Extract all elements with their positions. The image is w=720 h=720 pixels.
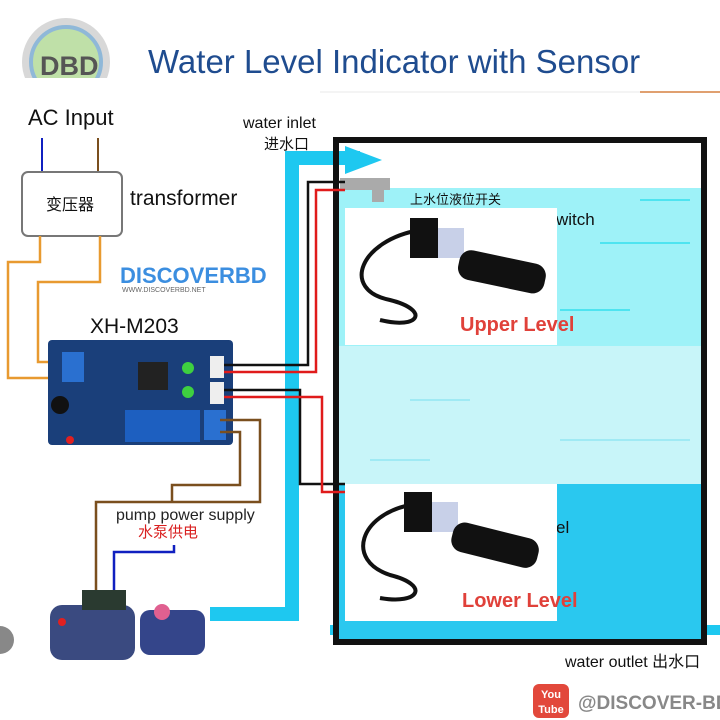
transformer-box — [21, 171, 123, 237]
upper-switch-cn-label: 上水位液位开关 — [410, 192, 501, 207]
water-inlet-cn-label: 进水口 — [264, 136, 309, 153]
logo-text: DBD — [40, 51, 99, 81]
side-button-icon[interactable] — [0, 626, 14, 654]
water-outlet-label: water outlet 出水口 — [564, 653, 700, 671]
water-pump — [50, 590, 205, 660]
svg-text:You: You — [541, 689, 561, 701]
upper-float-sensor — [345, 208, 557, 345]
transformer-cn-label: 变压器 — [46, 196, 94, 214]
wire-orange-1 — [6, 236, 62, 380]
lower-switch-partial-label: el — [556, 518, 569, 537]
watermark-url: WWW.DISCOVERBD.NET — [122, 287, 206, 294]
transformer-label: transformer — [130, 187, 237, 210]
wire-orange-2 — [36, 236, 102, 364]
water-inlet-label: water inlet — [242, 115, 316, 132]
channel-handle: @DISCOVER-BD — [578, 693, 720, 714]
ac-input-label: AC Input — [28, 105, 114, 130]
svg-text:Tube: Tube — [538, 704, 563, 716]
module-label: XH-M203 — [90, 315, 179, 338]
lower-level-label: Lower Level — [462, 590, 578, 612]
pump-power-cn-label: 水泵供电 — [138, 524, 198, 541]
upper-level-label: Upper Level — [460, 314, 574, 336]
upper-switch-partial-label: witch — [555, 210, 595, 229]
watermark-brand: DISCOVERBD — [120, 263, 267, 288]
inlet-arrow-icon — [345, 146, 382, 174]
youtube-icon: You Tube — [533, 684, 569, 718]
pump-power-label: pump power supply — [116, 507, 255, 524]
lower-float-sensor — [345, 484, 557, 621]
page-title: Water Level Indicator with Sensor — [148, 43, 640, 80]
xh-m203-board — [48, 340, 233, 445]
header: DBD Water Level Indicator with Sensor — [0, 18, 720, 108]
